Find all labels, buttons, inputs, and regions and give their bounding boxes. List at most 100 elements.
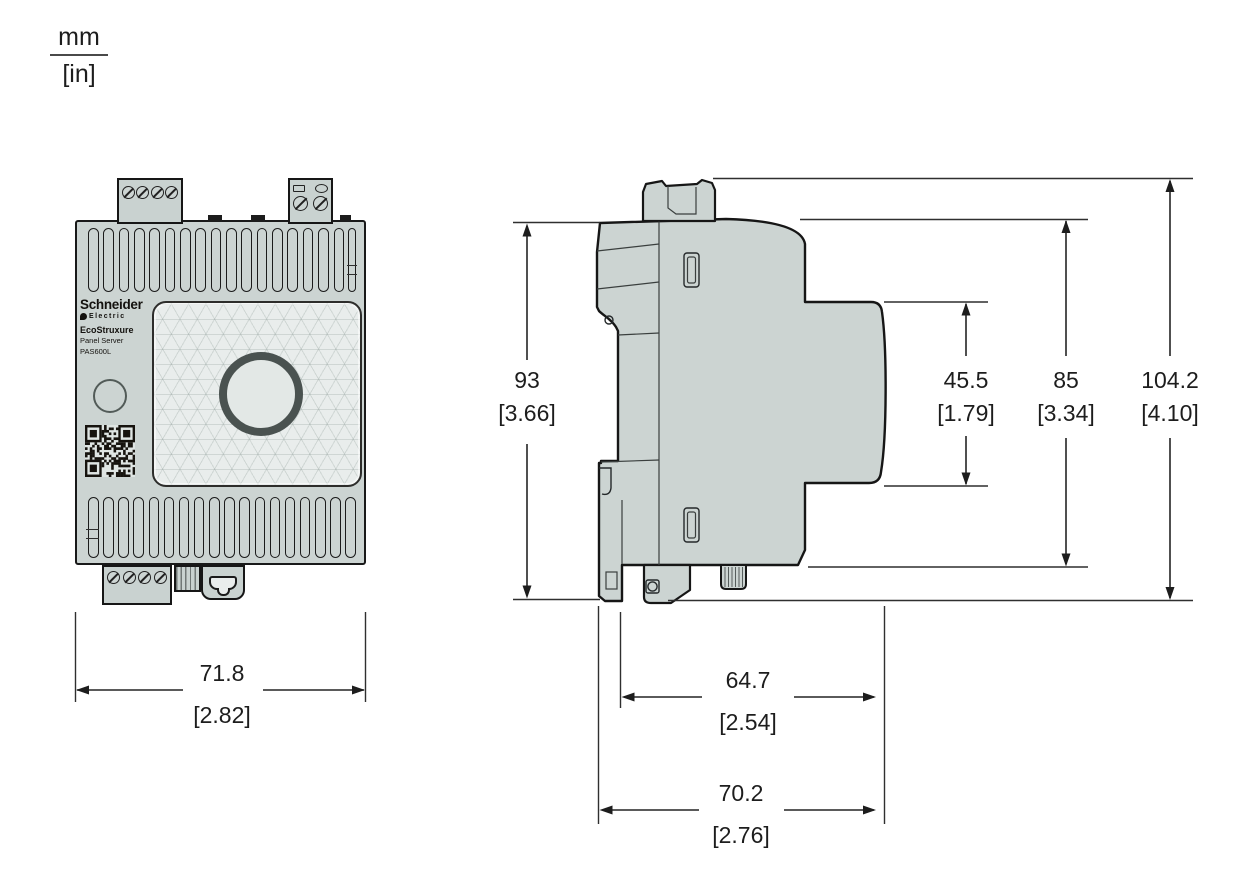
antenna-connector-front [174, 565, 201, 592]
vent-slot [180, 228, 191, 292]
product-label: Schneider Electric EcoStruxure Panel Ser… [80, 298, 154, 356]
vent-slot [333, 228, 344, 292]
qr-code [85, 425, 135, 477]
dim-mm-value: 45.5 [943, 367, 989, 393]
top-terminal-block-right [288, 178, 333, 224]
vent-slot [103, 497, 114, 558]
terminal-screw-icon [136, 186, 150, 199]
dim-label-front-face-height: 45.5 [1.79] [916, 366, 1016, 427]
vent-slot [239, 497, 250, 558]
terminal-opening-rect [293, 185, 305, 192]
vent-slot [330, 497, 341, 558]
side-top-terminal-detail [667, 186, 697, 215]
dim-in-value: [4.10] [1141, 400, 1199, 426]
unit-mm-label: mm [58, 23, 100, 51]
terminal-screw-icon [122, 571, 136, 584]
dim-in-value: [1.79] [937, 400, 995, 426]
vent-slot [272, 228, 283, 292]
terminal-screw-icon [313, 196, 328, 211]
vent-slot [345, 497, 356, 558]
dim-mm-value: 85 [1053, 367, 1079, 393]
dim-in-value: [2.82] [193, 702, 251, 728]
side-slot-details [683, 252, 700, 543]
vent-slot [118, 497, 129, 558]
vent-tick-marks [347, 265, 357, 275]
antenna-thread-ridges [724, 567, 743, 587]
side-bottom-terminal [642, 563, 692, 605]
vent-slot [209, 497, 220, 558]
vent-slot [302, 228, 314, 292]
vent-slot [178, 497, 190, 558]
din-clip-hook [599, 467, 612, 496]
side-body-outline [595, 217, 887, 603]
vent-slot [148, 497, 160, 558]
vent-slot [299, 497, 311, 558]
terminal-screw-icon [107, 571, 120, 584]
dim-label-overall-depth: 70.2 [2.76] [676, 779, 806, 849]
unit-fraction-divider [50, 54, 108, 57]
terminal-screw-row [104, 571, 170, 584]
side-internal-lines [596, 221, 660, 590]
vent-slot [134, 228, 145, 292]
terminal-screw-row [119, 186, 181, 199]
dim-label-height-with-terminals: 85 [3.34] [1016, 366, 1116, 427]
vent-slot [210, 228, 222, 292]
terminal-screw-icon [153, 571, 167, 584]
vent-tick-marks [86, 529, 99, 539]
vent-slot [224, 497, 235, 558]
dim-label-front-width: 71.8 [2.82] [157, 659, 287, 729]
vent-row-bottom [88, 497, 356, 558]
vent-slot [226, 228, 237, 292]
terminal-screw-icon [293, 196, 308, 211]
terminal-opening-row [290, 184, 331, 193]
vent-slot [133, 497, 144, 558]
status-led-circle [93, 379, 127, 413]
dim-in-value: [3.34] [1037, 400, 1095, 426]
vent-slot [149, 228, 160, 292]
top-edge-nub [340, 215, 351, 222]
dim-label-overall-height: 104.2 [4.10] [1120, 366, 1220, 427]
din-clip-hook [604, 315, 614, 325]
vent-slot-narrow [347, 228, 357, 292]
brand-name: Schneider [80, 297, 143, 312]
dim-in-value: [2.76] [712, 822, 770, 848]
product-family: EcoStruxure [80, 325, 134, 335]
side-view [595, 178, 887, 605]
top-edge-nub [251, 215, 265, 222]
brand-sub-name: Electric [89, 313, 126, 320]
vent-slot [195, 228, 206, 292]
vent-slot [103, 228, 114, 292]
product-model: PAS600L [80, 346, 112, 356]
dim-label-body-depth: 64.7 [2.54] [683, 666, 813, 736]
top-edge-nub [208, 215, 222, 222]
dim-mm-value: 93 [514, 367, 540, 393]
wireless-button-ring [219, 352, 303, 436]
vent-slot [269, 497, 281, 558]
unit-in-label: [in] [62, 60, 96, 89]
vent-slot [163, 497, 175, 558]
vent-slot [164, 228, 176, 292]
dim-mm-value: 70.2 [718, 780, 764, 806]
unit-legend: mm [in] [50, 22, 108, 89]
vent-slot [287, 228, 298, 292]
terminal-opening-oval [315, 184, 328, 193]
vent-slot [256, 228, 268, 292]
vent-row-top [88, 228, 344, 292]
terminal-screw-icon [122, 186, 135, 199]
terminal-screw-icon [164, 186, 178, 199]
dim-mm-value: 104.2 [1141, 367, 1199, 393]
vent-slot [254, 497, 266, 558]
terminal-screw-icon [150, 186, 164, 199]
terminal-screw-icon [647, 581, 658, 592]
vent-slot [318, 228, 329, 292]
dim-mm-value: 71.8 [199, 660, 245, 686]
product-name: Panel Server [80, 336, 124, 345]
vent-slot [315, 497, 326, 558]
dim-in-value: [3.66] [498, 400, 556, 426]
schneider-electric-logo-icon [80, 313, 87, 320]
top-terminal-block-left [117, 178, 183, 224]
vent-slot [88, 497, 99, 558]
din-foot-notch [605, 571, 618, 590]
vent-slot [88, 228, 99, 292]
